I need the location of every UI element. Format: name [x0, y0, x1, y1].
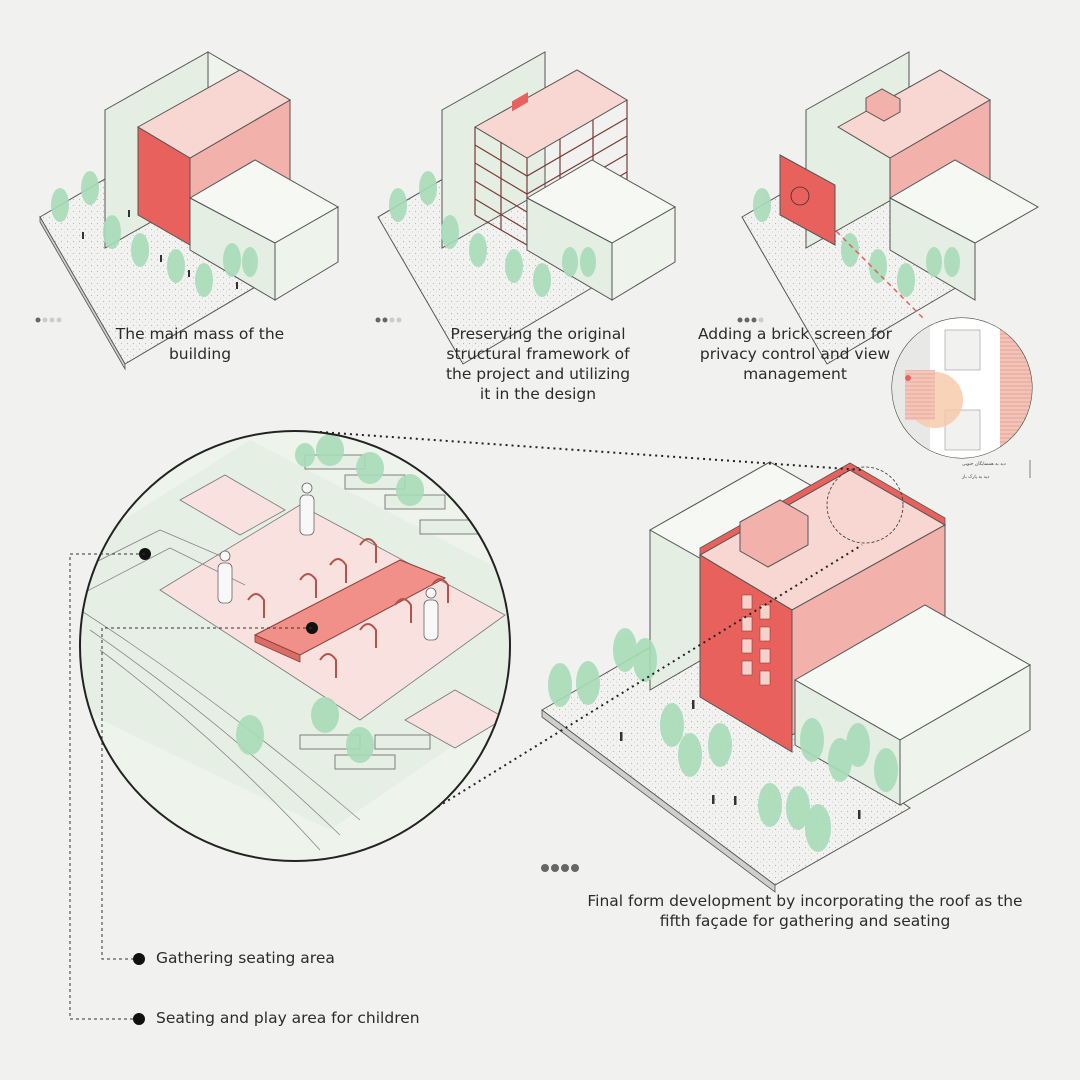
neighbor-block-right-side: [611, 206, 676, 301]
leader-children: [69, 553, 145, 1020]
step4-diagram: [541, 461, 1032, 893]
caption-line: it in the design: [479, 385, 597, 403]
zoom-connector-bottom: [391, 544, 863, 836]
zoom-connector-top: [319, 431, 863, 471]
caption-step1: The main mass of the building: [90, 324, 310, 364]
caption-step3: Adding a brick screen for privacy contro…: [680, 324, 910, 384]
caption-line: Adding a brick screen for: [697, 325, 893, 343]
step-indicator-4: [541, 864, 579, 872]
brick-screen-facade: [699, 554, 793, 753]
step-indicator-3: [737, 317, 764, 323]
trees: [548, 628, 898, 852]
step2-diagram: [377, 51, 677, 365]
legend-dot-children: [133, 1013, 145, 1025]
neighbor-block-right-side: [274, 206, 339, 301]
legend-dot-gathering: [133, 953, 145, 965]
caption-line: The main mass of the: [115, 325, 285, 343]
caption-line: the project and utilizing: [445, 365, 631, 383]
brick-detail-circle: [891, 317, 1033, 459]
trees: [389, 171, 596, 297]
caption-line: privacy control and view: [699, 345, 891, 363]
rooftop-zoom-circle: [79, 430, 511, 862]
legend-children-label: Seating and play area for children: [156, 1009, 420, 1027]
rooftop-box: [739, 499, 809, 568]
callout-line: [829, 224, 926, 321]
trees: [51, 171, 258, 297]
plinth-edge: [39, 215, 126, 371]
caption-line: management: [743, 365, 847, 383]
leader-gathering: [101, 627, 312, 960]
people: [620, 700, 861, 819]
step-indicator-2: [375, 317, 402, 323]
detail-note-2: دید به پارک باز: [962, 475, 990, 480]
legend-gathering-label: Gathering seating area: [156, 949, 335, 967]
trees: [753, 188, 960, 297]
figures: [217, 482, 439, 641]
step-indicator-1: [35, 317, 62, 323]
main-mass-top: [137, 69, 291, 159]
rooftop-box: [865, 88, 901, 122]
zoom-target-circle: [826, 466, 904, 544]
step3-diagram: [741, 51, 1040, 365]
caption-step2: Preserving the original structural frame…: [418, 324, 658, 404]
caption-line: building: [168, 345, 232, 363]
chairs: [247, 538, 449, 678]
caption-line: Preserving the original: [450, 325, 626, 343]
dining-table: [253, 559, 447, 663]
caption-line: structural framework of: [446, 345, 630, 363]
brick-screen: [779, 154, 836, 246]
neighbor-block-right-side: [899, 664, 1031, 806]
people: [82, 210, 238, 289]
caption-line: fifth façade for gathering and seating: [659, 912, 951, 930]
caption-line: Final form development by incorporating …: [587, 892, 1023, 910]
callout-circle: [790, 186, 810, 206]
roof-opening: [512, 92, 528, 112]
caption-step4: Final form development by incorporating …: [560, 891, 1050, 931]
planter-pad: [179, 474, 286, 536]
detail-note-1: دید به همسایگان جنوبی: [962, 462, 1006, 467]
step1-diagram: [39, 51, 340, 371]
plants: [236, 434, 424, 763]
facade-windows: [741, 594, 771, 686]
plinth-edge: [541, 709, 776, 893]
